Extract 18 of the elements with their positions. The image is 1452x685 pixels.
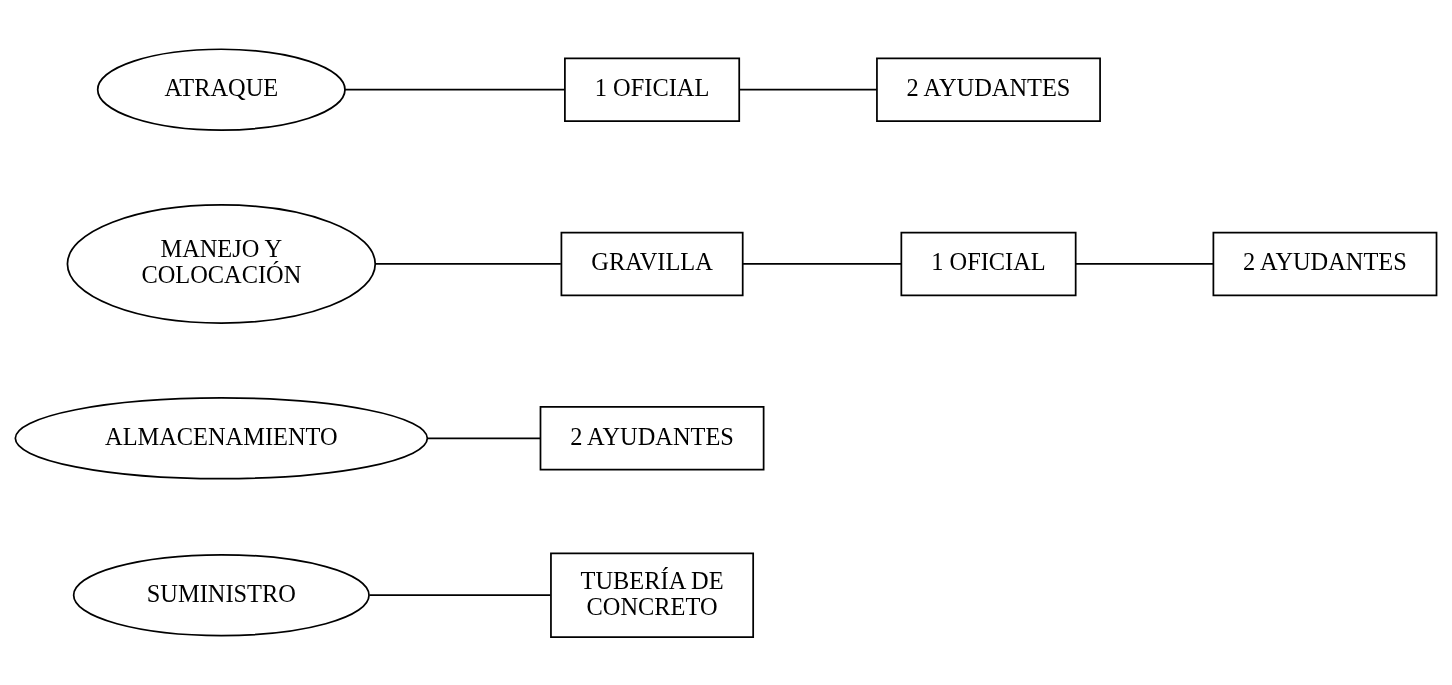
node-ellipse: ATRAQUE (96, 47, 346, 131)
connector (368, 593, 552, 596)
node-ellipse: ALMACENAMIENTO (14, 396, 429, 480)
node-box: 2 AYUDANTES (1212, 231, 1438, 296)
node-box: 2 AYUDANTES (876, 56, 1101, 122)
node-box: 2 AYUDANTES (539, 405, 765, 471)
connector (426, 436, 542, 439)
node-box: 1 OFICIAL (564, 56, 741, 122)
node-box: GRAVILLA (560, 231, 744, 296)
node-box: TUBERÍA DE CONCRETO (550, 552, 755, 638)
node-ellipse: MANEJO Y COLOCACIÓN (66, 203, 377, 324)
connector (344, 88, 566, 90)
connector (742, 262, 903, 265)
connector (1075, 262, 1215, 265)
connector (738, 88, 878, 90)
node-ellipse: SUMINISTRO (72, 553, 370, 636)
connector (374, 262, 562, 265)
node-box: 1 OFICIAL (900, 231, 1077, 296)
